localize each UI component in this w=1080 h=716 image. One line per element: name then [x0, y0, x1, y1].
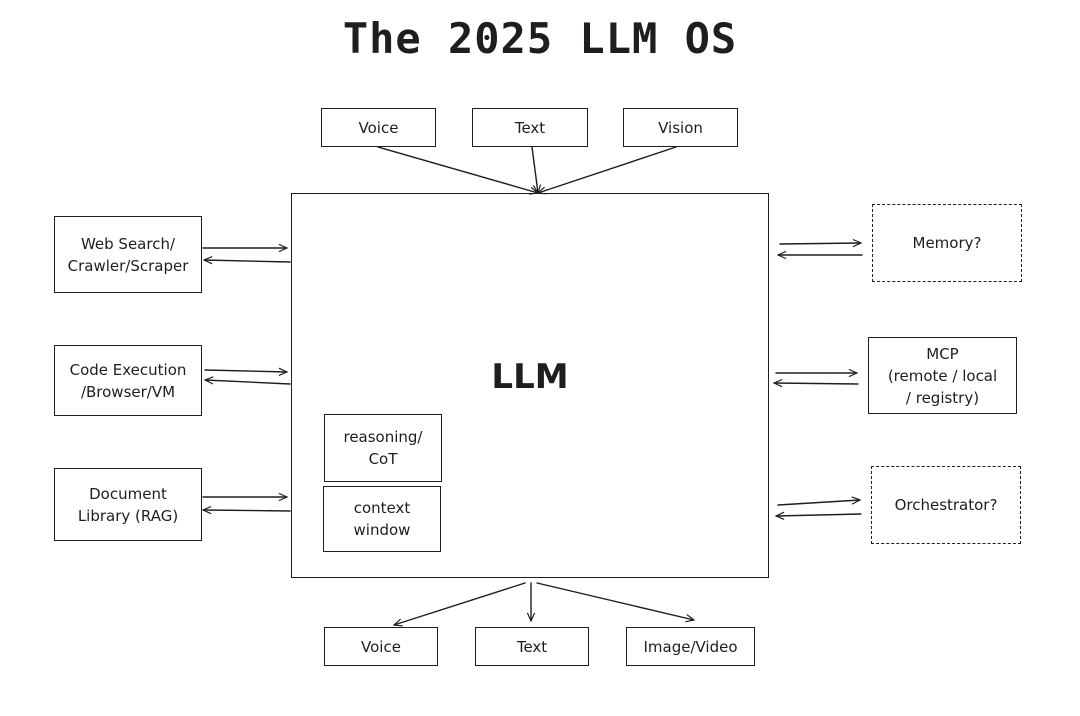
arrow-llm-to-memory — [779, 243, 862, 244]
input-voice-box: Voice — [321, 108, 436, 147]
orchestrator-box: Orchestrator? — [871, 466, 1021, 544]
output-image-video-box: Image/Video — [626, 627, 755, 666]
arrow-llm-to-orchestrator — [777, 500, 860, 506]
context-window-box: context window — [323, 486, 441, 552]
arrow-llm-to-doc — [202, 510, 291, 511]
input-vision-box: Vision — [623, 108, 738, 147]
arrow-llm-to-code — [204, 380, 291, 385]
arrow-mcp-to-llm — [773, 383, 859, 384]
arrow-voice-out — [394, 582, 526, 625]
arrow-text-in — [531, 146, 538, 193]
arrow-image-out — [536, 582, 694, 620]
diagram-title: The 2025 LLM OS — [342, 14, 738, 63]
input-text-box: Text — [472, 108, 588, 147]
arrow-llm-to-web — [203, 260, 291, 262]
llm-core-label: LLM — [491, 357, 569, 397]
output-text-box: Text — [475, 627, 589, 666]
code-execution-box: Code Execution /Browser/VM — [54, 345, 202, 416]
mcp-box: MCP (remote / local / registry) — [868, 337, 1017, 414]
memory-box: Memory? — [872, 204, 1022, 282]
reasoning-cot-box: reasoning/ CoT — [324, 414, 442, 482]
arrow-code-to-llm — [204, 370, 288, 372]
arrow-vision-in — [538, 146, 677, 193]
arrow-voice-in — [377, 146, 538, 193]
document-library-box: Document Library (RAG) — [54, 468, 202, 541]
llm-core-box — [291, 193, 769, 578]
output-voice-box: Voice — [324, 627, 438, 666]
arrow-orchestrator-to-llm — [775, 514, 862, 516]
web-search-box: Web Search/ Crawler/Scraper — [54, 216, 202, 293]
